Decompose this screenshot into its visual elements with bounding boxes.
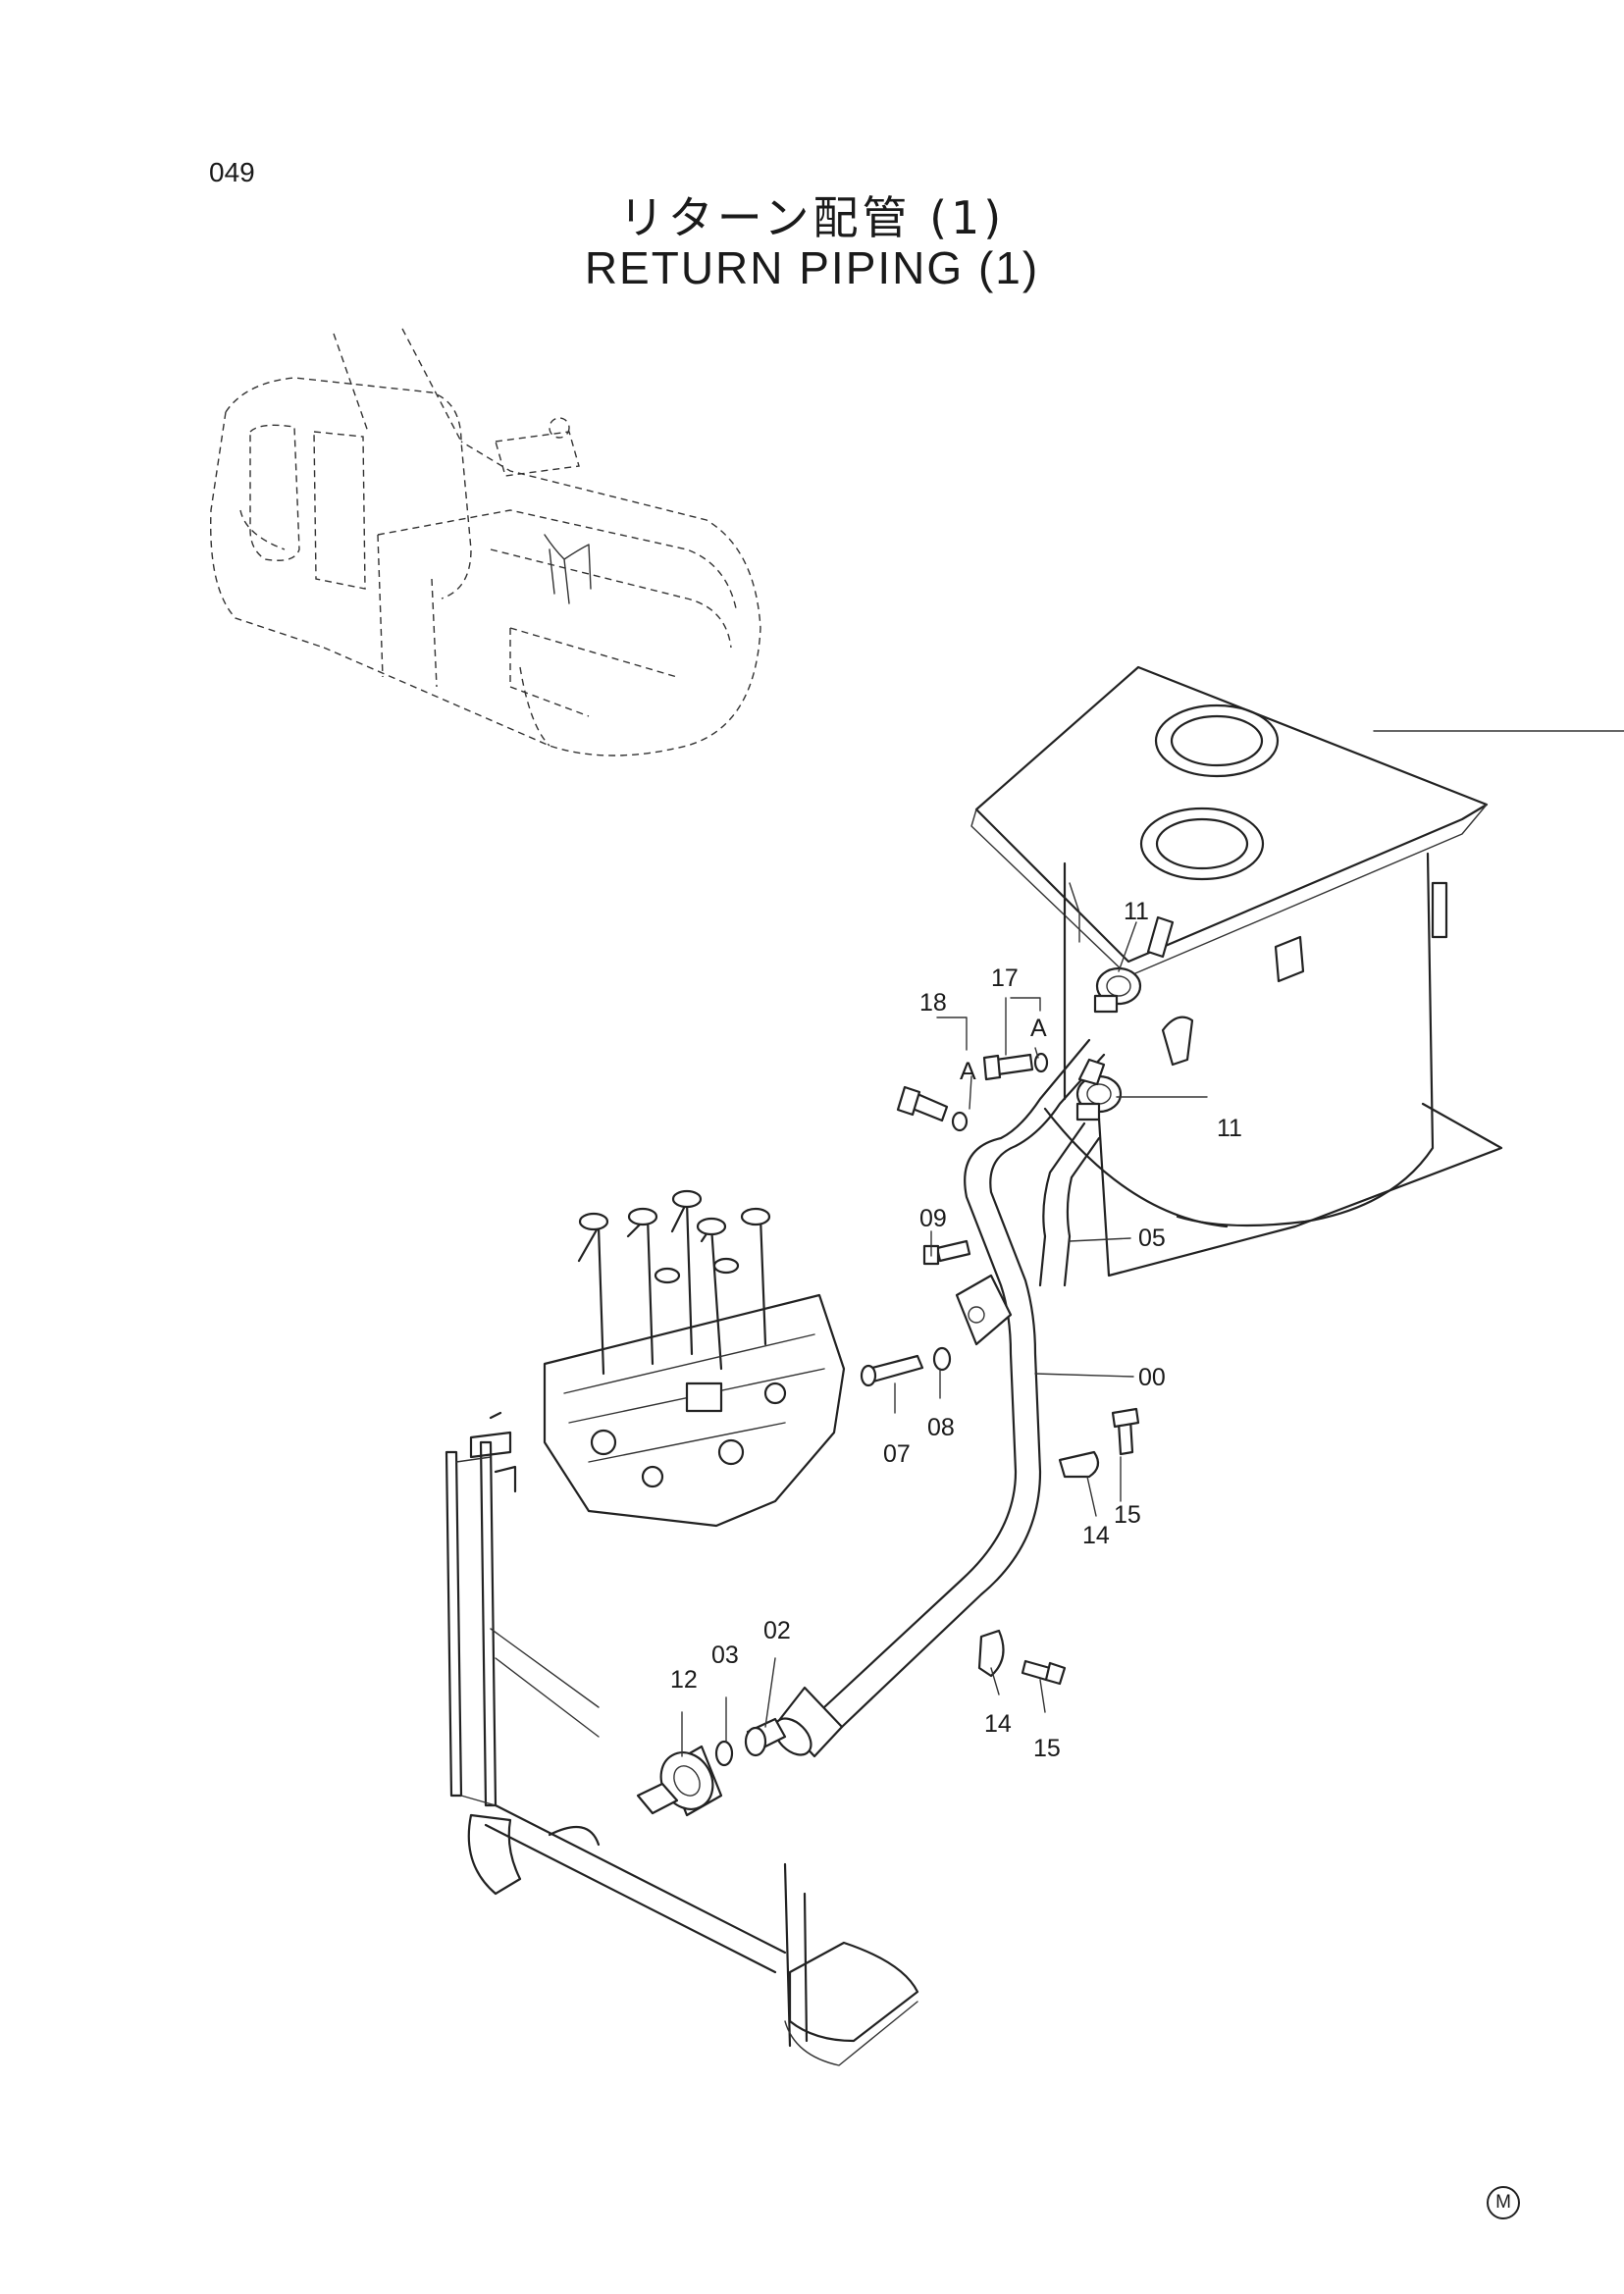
- bolts-17-18: [896, 1052, 1049, 1132]
- clips-14-bolts-15: [977, 1407, 1140, 1686]
- callout-15-upper: 15: [1114, 1501, 1141, 1529]
- callout-ref-a-17: A: [1030, 1015, 1047, 1042]
- return-pipe: [773, 1038, 1106, 1758]
- return-hose: [1038, 1121, 1101, 1287]
- callout-18: 18: [919, 989, 947, 1017]
- callout-02: 02: [763, 1617, 791, 1644]
- excavator-overview-illustration: [210, 328, 761, 756]
- oil-cooler-frame: [445, 1411, 919, 2066]
- callout-07: 07: [883, 1440, 911, 1468]
- callout-ref-a-18: A: [960, 1058, 976, 1085]
- callout-00: 00: [1138, 1364, 1166, 1391]
- leader-lines: [681, 921, 1208, 1757]
- callout-14-upper: 14: [1082, 1522, 1110, 1549]
- title-japanese: リターン配管 (1): [618, 191, 1006, 244]
- title-english: RETURN PIPING (1): [584, 242, 1040, 293]
- callout-11-lower: 11: [1217, 1115, 1242, 1142]
- control-valve-assembly: [543, 1189, 846, 1528]
- callout-labels: 11 11 05 00 17 A 18 A 09 07 08 15 14 14 …: [670, 898, 1242, 1762]
- callout-12: 12: [670, 1666, 698, 1694]
- hydraulic-oil-tank: [970, 665, 1624, 1277]
- page-number: 049: [209, 157, 255, 187]
- callout-08: 08: [927, 1414, 955, 1441]
- callout-14-lower: 14: [984, 1710, 1012, 1738]
- hose-clamps-11: [1075, 915, 1194, 1121]
- callout-17: 17: [991, 965, 1019, 992]
- callout-09: 09: [919, 1205, 947, 1232]
- flange-block: [860, 1239, 1013, 1387]
- footer-mark: M: [1487, 2186, 1520, 2219]
- callout-03: 03: [711, 1642, 739, 1669]
- callout-15-lower: 15: [1033, 1735, 1061, 1762]
- callout-05: 05: [1138, 1225, 1166, 1252]
- callout-11-upper: 11: [1124, 898, 1149, 925]
- cooler-fittings: [636, 1717, 787, 1817]
